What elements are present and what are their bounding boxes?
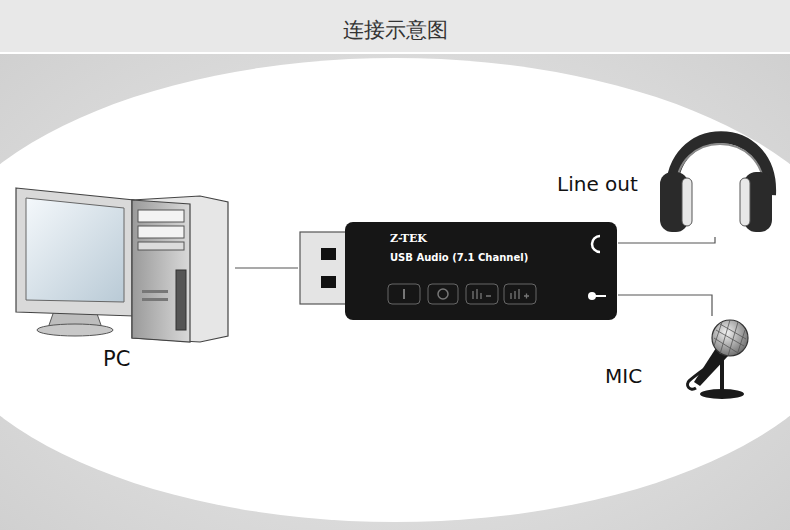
card-button bbox=[466, 284, 498, 304]
headphone-jack-icon bbox=[592, 236, 600, 252]
monitor-bezel bbox=[16, 188, 134, 316]
card-body bbox=[345, 222, 617, 320]
drive-bay bbox=[138, 242, 184, 250]
connector-wire bbox=[618, 237, 715, 243]
usb-sound-card bbox=[300, 222, 617, 320]
node-label: Line out bbox=[557, 173, 638, 195]
usb-contact bbox=[321, 276, 336, 288]
card-button bbox=[428, 284, 458, 304]
tower-panel bbox=[176, 270, 186, 330]
usb-contact bbox=[321, 248, 336, 260]
node-label: USB Audio (7.1 Channel) bbox=[390, 252, 528, 263]
mic-head bbox=[712, 320, 748, 356]
sound-card-node: Z-TEK USB Audio (7.1 Channel) bbox=[298, 222, 618, 322]
node-label: Z-TEK bbox=[390, 233, 427, 245]
tower-side bbox=[132, 196, 228, 342]
card-button bbox=[388, 284, 420, 304]
tower-front bbox=[132, 200, 190, 342]
node-label: MIC bbox=[605, 365, 642, 387]
button-glyph bbox=[403, 289, 405, 299]
connector-wire bbox=[235, 267, 298, 268]
tower-vent bbox=[142, 298, 168, 301]
button-glyph bbox=[473, 289, 491, 299]
node-label: PC bbox=[103, 348, 130, 371]
mic-grille bbox=[714, 320, 746, 356]
pc-node: PC bbox=[10, 185, 235, 380]
header-rule bbox=[0, 52, 790, 54]
mic-stand bbox=[720, 360, 724, 392]
button-glyph bbox=[438, 289, 448, 299]
usb-plug bbox=[300, 232, 350, 304]
connector-wire bbox=[618, 295, 712, 316]
diagram-title: 连接示意图 bbox=[0, 16, 790, 44]
headphones-illustration bbox=[660, 137, 772, 232]
white-spotlight bbox=[0, 58, 790, 522]
mic-jack-icon bbox=[592, 295, 606, 297]
microphone-node: MIC bbox=[598, 316, 763, 402]
ear-cushion bbox=[682, 178, 692, 226]
card-button bbox=[504, 284, 536, 304]
header-band bbox=[0, 0, 790, 52]
monitor-screen bbox=[26, 198, 124, 302]
monitor-base bbox=[37, 324, 113, 336]
headphone-node: Line out bbox=[552, 125, 777, 237]
pc-illustration bbox=[16, 188, 228, 342]
tower-vent bbox=[142, 290, 168, 293]
button-glyph bbox=[511, 289, 529, 299]
ear-cushion bbox=[740, 178, 750, 226]
drive-bay bbox=[138, 210, 184, 222]
drive-bay bbox=[138, 226, 184, 238]
microphone-illustration bbox=[688, 320, 748, 399]
